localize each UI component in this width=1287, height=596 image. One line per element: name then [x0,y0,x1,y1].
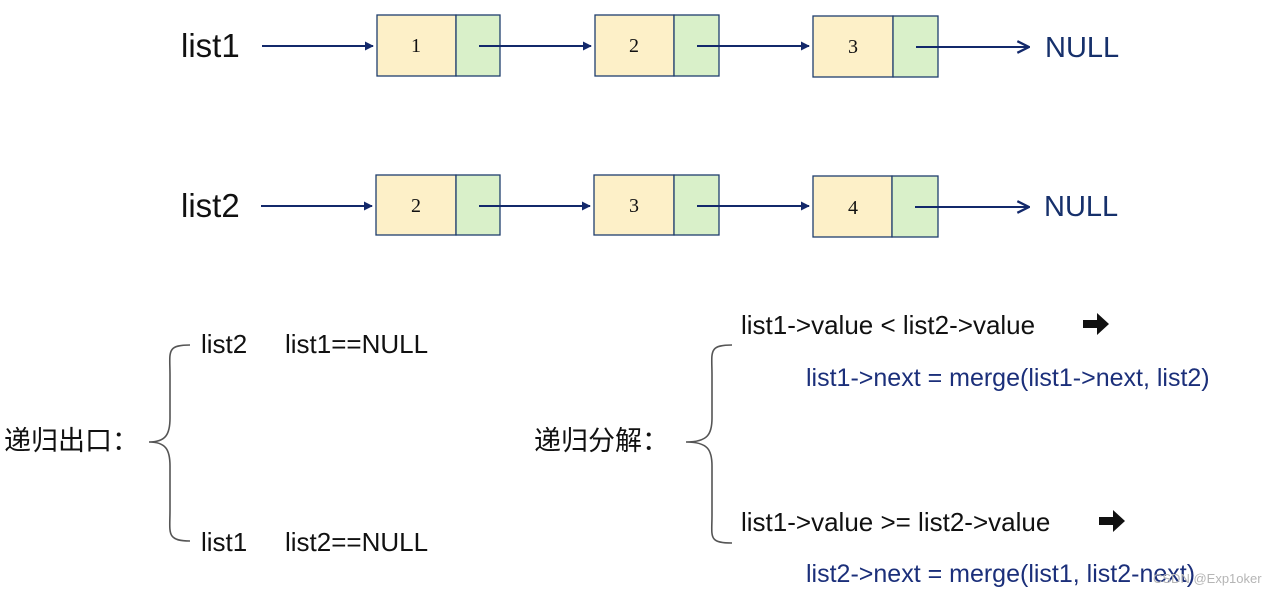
list1-node: 2 [594,14,720,77]
node-value-cell [812,175,893,238]
node-next-cell [673,174,720,236]
node-value-cell [375,174,457,236]
list2-node: 4 [812,175,939,238]
node-value-cell [593,174,675,236]
node-value-cell [594,14,675,77]
heavy-right-arrow-icon [1083,313,1109,335]
node-value: 4 [848,197,858,219]
list1-label: list1 [181,27,240,64]
node-value: 1 [411,35,421,57]
recursion-condition: list1->value >= list2->value [741,507,1051,537]
recursion-title: 递归分解： [534,426,669,457]
list1-row: 1 2 3 [262,14,1029,78]
node-value: 3 [848,36,858,58]
recursion-condition: list1->value < list2->value [741,310,1036,340]
list2-label: list2 [181,187,240,224]
base-case-title: 递归出口： [4,426,139,457]
heavy-right-arrow-icon [1099,510,1125,532]
node-value: 3 [629,195,639,217]
watermark: CSDN @Exp1oker [1153,571,1262,586]
recursion-action: list2->next = merge(list1, list2-next) [806,560,1196,588]
recursion-action: list1->next = merge(list1->next, list2) [806,364,1210,392]
left-curly-brace-icon [685,344,733,544]
base-case-result: list2 [201,329,248,359]
list1-node: 1 [376,14,501,77]
node-value: 2 [411,195,421,217]
base-case-condition: list2==NULL [285,527,429,557]
node-value: 2 [629,35,639,57]
list1-null-label: NULL [1045,32,1120,64]
base-case-condition: list1==NULL [285,329,429,359]
list1-node: 3 [812,15,939,78]
list2-null-label: NULL [1044,191,1119,223]
list2-node: 3 [593,174,720,236]
left-curly-brace-icon [148,344,191,542]
base-case-result: list1 [201,527,248,557]
list2-row: 2 3 4 [261,174,1029,238]
